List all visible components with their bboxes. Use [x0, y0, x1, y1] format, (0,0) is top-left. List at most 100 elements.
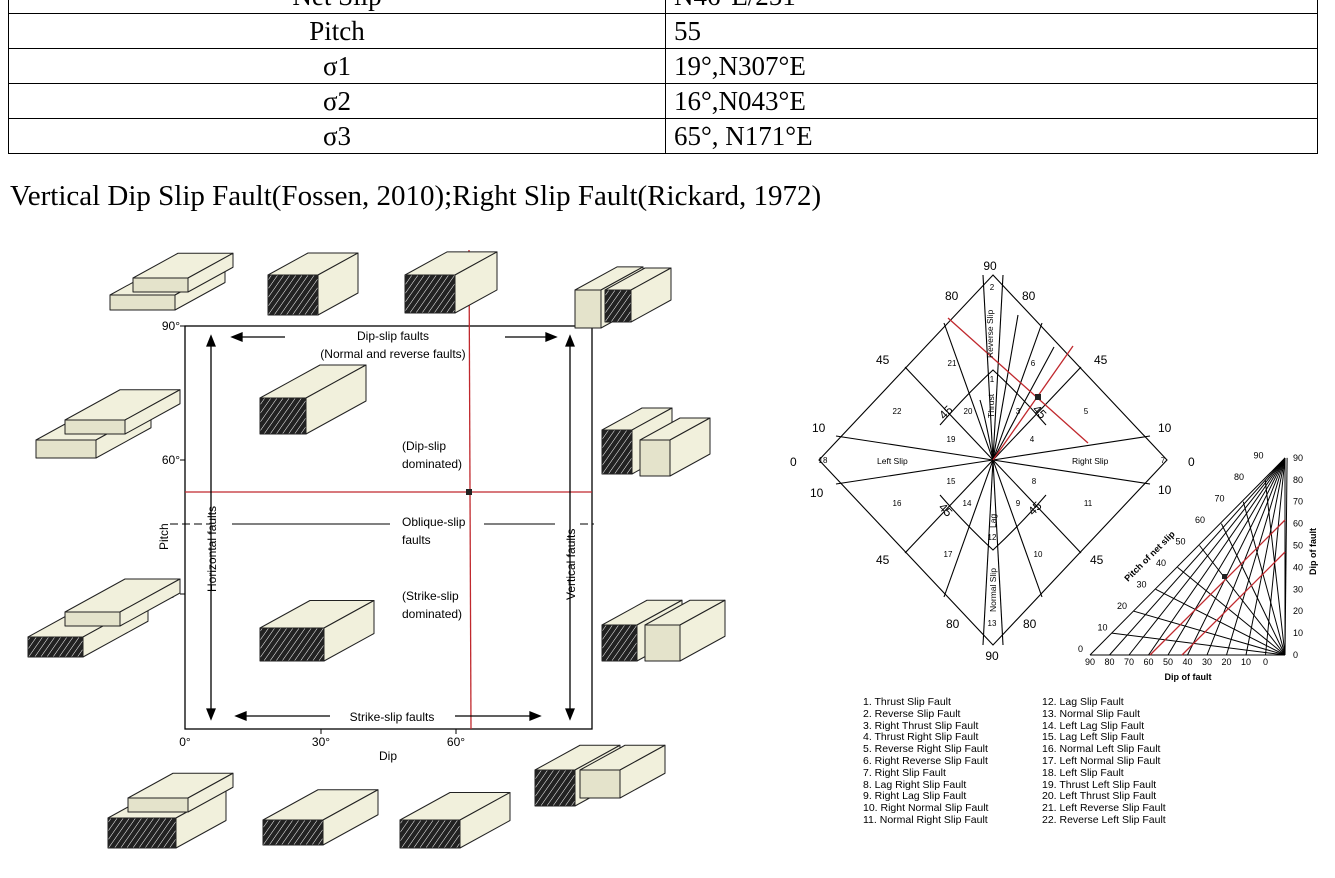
- legend-item: 11. Normal Right Slip Fault: [863, 813, 988, 826]
- label-tl-80: 80: [945, 289, 959, 303]
- oblique-label-1: Oblique-slip: [402, 515, 466, 529]
- nomogram-pitch-tick: 30: [1137, 580, 1147, 590]
- nomogram-x-tick: 50: [1163, 657, 1173, 667]
- legend-item: 20. Left Thrust Slip Fault: [1042, 790, 1157, 803]
- y-tick-90: 90°: [162, 319, 180, 333]
- nomogram-pitch-tick: 80: [1234, 472, 1244, 482]
- thrust-label: Thrust: [986, 393, 996, 418]
- zone-number: 6: [1031, 359, 1036, 368]
- fault-block-4b: [604, 267, 672, 323]
- nomogram-pitch-tick: 20: [1117, 601, 1127, 611]
- zone-number: 7: [1161, 456, 1166, 465]
- legend-item: 3. Right Thrust Slip Fault: [863, 719, 979, 732]
- pitch-axis-title: Pitch: [157, 523, 171, 550]
- label-tr-10: 10: [1158, 421, 1172, 435]
- y-tick-60: 60°: [162, 453, 180, 467]
- table-row: Net SlipN46°E/251: [8, 0, 1318, 14]
- zone-number: 17: [944, 550, 953, 559]
- pitch-nomogram: [1089, 457, 1288, 656]
- param-name: σ2: [8, 83, 666, 119]
- param-value: 65°, N171°E: [665, 118, 1318, 154]
- fault-block-5: [259, 364, 367, 435]
- nomogram-x-tick: 10: [1241, 657, 1251, 667]
- zone-number: 13: [988, 619, 997, 628]
- legend-item: 9. Right Lag Slip Fault: [863, 790, 967, 803]
- fault-block-2: [267, 252, 359, 316]
- fault-block-9b: [644, 599, 726, 662]
- horizontal-faults-label: Horizontal faults: [205, 506, 219, 592]
- nomogram-x-tick: 20: [1221, 657, 1231, 667]
- strike-slip-label: Strike-slip faults: [350, 710, 435, 724]
- nomogram-right-tick: 40: [1293, 562, 1303, 572]
- legend-item: 1. Thrust Slip Fault: [863, 696, 951, 708]
- param-value: 55: [665, 13, 1318, 49]
- legend-item: 4. Thrust Right Slip Fault: [863, 731, 979, 744]
- legend-item: 10. Right Normal Slip Fault: [863, 802, 989, 815]
- legend-item: 14. Left Lag Slip Fault: [1042, 719, 1145, 732]
- figure-caption: Vertical Dip Slip Fault(Fossen, 2010);Ri…: [10, 180, 822, 212]
- dip-dominated-label-2: dominated): [402, 457, 462, 471]
- left-slip-label: Left Slip: [877, 456, 908, 466]
- nomogram-x-tick: 0: [1263, 657, 1268, 667]
- nomogram-right-tick: 20: [1293, 606, 1303, 616]
- nomogram-right-tick: 60: [1293, 519, 1303, 529]
- legend-item: 16. Normal Left Slip Fault: [1042, 743, 1161, 756]
- label-br-80: 80: [1023, 617, 1037, 631]
- label-left-0: 0: [790, 455, 797, 469]
- zone-number: 4: [1030, 435, 1035, 444]
- intersection-point: [466, 489, 472, 495]
- label-bottom-90: 90: [985, 649, 999, 663]
- nomogram-pitch-tick: 10: [1098, 623, 1108, 633]
- nomogram-pitch-tick: 50: [1176, 537, 1186, 547]
- fault-parameters-table: Net SlipN46°E/251Pitch55σ119°,N307°Eσ216…: [8, 0, 1318, 154]
- fault-block-7b: [639, 417, 711, 477]
- nomogram-x-tick: 70: [1124, 657, 1134, 667]
- right-slip-label: Right Slip: [1072, 456, 1109, 466]
- param-value: 16°,N043°E: [665, 83, 1318, 119]
- legend-item: 5. Reverse Right Slip Fault: [863, 743, 988, 756]
- strike-dominated-label-2: dominated): [402, 607, 462, 621]
- nomogram-pitch-tick: 90: [1254, 451, 1264, 461]
- legend-item: 19. Thrust Left Slip Fault: [1042, 778, 1157, 791]
- fault-block-8b: [64, 578, 181, 627]
- legend-item: 22. Reverse Left Slip Fault: [1042, 813, 1166, 826]
- label-tl-45: 45: [876, 353, 890, 367]
- label-top-90: 90: [983, 259, 997, 273]
- dip-axis-title: Dip: [379, 749, 397, 763]
- zone-number: 21: [948, 359, 957, 368]
- x-tick-0: 0°: [179, 735, 191, 749]
- legend-item: 15. Lag Left Slip Fault: [1042, 731, 1145, 744]
- fault-block-1b: [132, 252, 234, 293]
- zone-number: 18: [819, 456, 828, 465]
- label-tl-10: 10: [812, 421, 826, 435]
- label-right-0: 0: [1188, 455, 1195, 469]
- nomogram-pitch-tick: 60: [1195, 515, 1205, 525]
- label-bl-10: 10: [810, 486, 824, 500]
- zone-number: 9: [1016, 499, 1021, 508]
- inner-45-a: 45: [936, 403, 956, 423]
- fault-block-11b: [579, 744, 666, 799]
- zone-number: 2: [990, 283, 995, 292]
- param-name: Pitch: [8, 13, 666, 49]
- label-br-10: 10: [1158, 483, 1172, 497]
- label-bl-45: 45: [876, 553, 890, 567]
- zone-number: 20: [964, 407, 973, 416]
- zone-number: 19: [947, 435, 956, 444]
- fault-block-10: [259, 600, 375, 662]
- dip-dominated-label-1: (Dip-slip: [402, 439, 446, 453]
- legend-item: 6. Right Reverse Slip Fault: [863, 754, 988, 767]
- strike-dominated-label-1: (Strike-slip: [402, 589, 459, 603]
- nomogram-right-tick: 0: [1293, 650, 1298, 660]
- zone-number: 11: [1084, 499, 1093, 508]
- x-tick-60: 60°: [447, 735, 465, 749]
- dip-slip-label: Dip-slip faults: [357, 329, 429, 343]
- vertical-faults-label: Vertical faults: [564, 529, 578, 600]
- nomogram-x-tick: 60: [1143, 657, 1153, 667]
- fault-block-14: [399, 792, 511, 849]
- nomogram-right-tick: 10: [1293, 628, 1303, 638]
- legend-item: 8. Lag Right Slip Fault: [863, 778, 967, 791]
